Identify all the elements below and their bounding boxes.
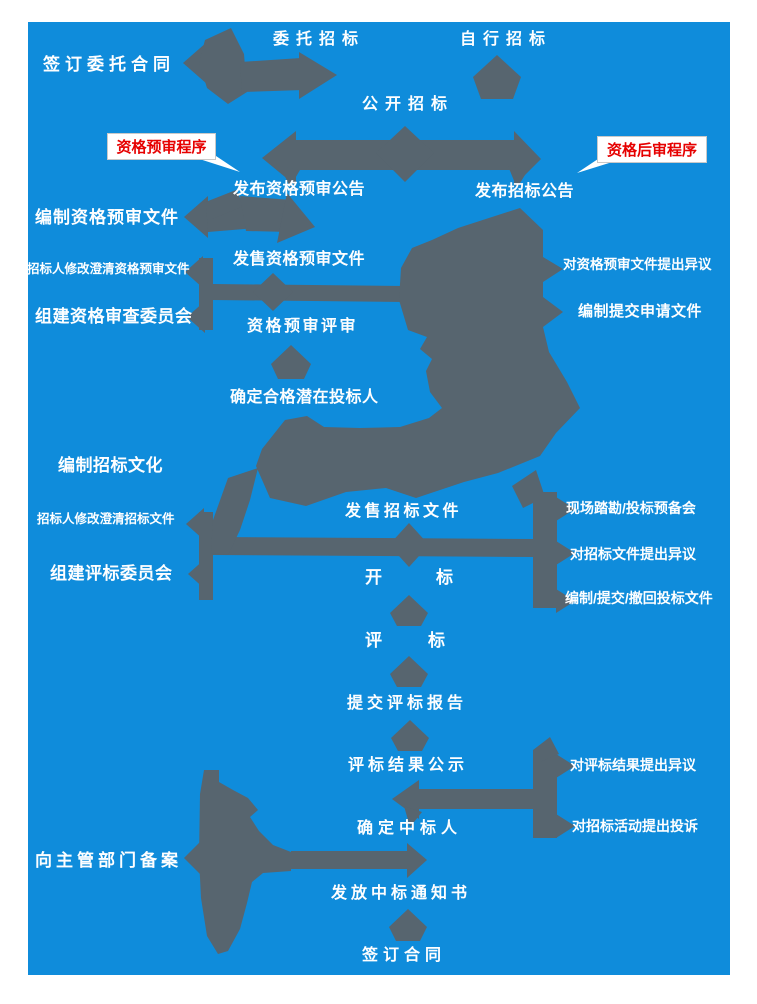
node-objection-to-prequalification-documents: 对资格预审文件提出异议 (563, 257, 712, 272)
node-determine-winning-bidder: 确定中标人 (357, 820, 463, 837)
node-prepare-prequalification-documents: 编制资格预审文件 (35, 208, 179, 227)
node-objection-to-tender-documents: 对招标文件提出异议 (570, 546, 696, 562)
node-site-survey-pre-bid-meeting: 现场踏勘/投标预备会 (566, 500, 696, 516)
node-entrusted-bidding: 委托招标 (273, 31, 366, 48)
node-self-bidding: 自行招标 (460, 31, 553, 48)
node-publish-prequalification-announcement: 发布资格预审公告 (233, 181, 366, 198)
node-form-qualification-review-committee: 组建资格审查委员会 (35, 307, 193, 326)
node-sign-contract: 签订合同 (362, 947, 447, 964)
node-submit-evaluation-report: 提交评标报告 (347, 695, 468, 712)
node-public-bidding: 公开招标 (362, 96, 455, 113)
node-complaint-about-bidding-activities: 对招标活动提出投诉 (572, 818, 698, 834)
node-sell-tender-documents: 发售招标文件 (345, 503, 463, 520)
node-issue-winning-notice: 发放中标通知书 (331, 885, 472, 902)
node-prepare-submit-application-documents: 编制提交申请文件 (578, 303, 703, 320)
node-prequalification-review: 资格预审评审 (247, 318, 359, 335)
node-publicize-evaluation-results: 评标结果公示 (348, 757, 469, 774)
node-publish-tender-announcement: 发布招标公告 (475, 183, 575, 200)
node-bid-evaluation: 评标 (365, 631, 491, 650)
node-bidder-modify-clarify-tender-documents: 招标人修改澄清招标文件 (37, 512, 175, 526)
callout-prequalification-procedure: 资格预审程序 (107, 133, 216, 160)
node-sign-entrust-contract: 签订委托合同 (43, 55, 175, 74)
node-objection-to-evaluation-results: 对评标结果提出异议 (570, 757, 696, 773)
node-form-bid-evaluation-committee: 组建评标委员会 (50, 564, 173, 583)
node-prepare-tender-documents: 编制招标文化 (58, 456, 163, 475)
node-file-with-authority: 向主管部门备案 (35, 851, 182, 870)
callout-postqualification-procedure: 资格后审程序 (597, 136, 707, 163)
node-determine-qualified-potential-bidders: 确定合格潜在投标人 (230, 389, 379, 406)
node-prepare-submit-withdraw-bid-documents: 编制/提交/撤回投标文件 (565, 590, 713, 606)
node-bid-opening: 开标 (365, 568, 507, 587)
node-bidder-modify-clarify-prequalification-documents: 招标人修改澄清资格预审文件 (27, 262, 190, 276)
node-sell-prequalification-documents: 发售资格预审文件 (233, 251, 366, 268)
